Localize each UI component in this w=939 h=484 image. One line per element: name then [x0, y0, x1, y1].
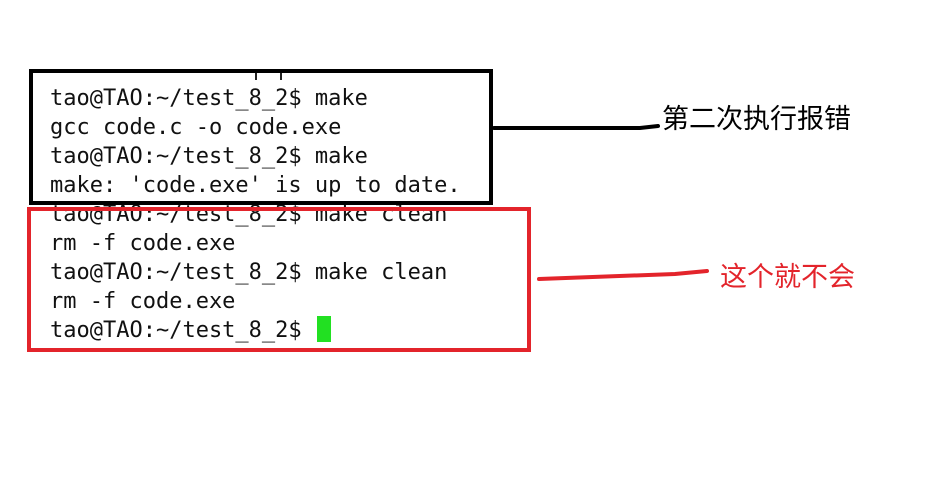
- terminal-prompt: tao@TAO:~/test_8_2$: [50, 318, 315, 343]
- terminal-line-7: tao@TAO:~/test_8_2$ make clean: [50, 260, 448, 285]
- terminal-line-6: rm -f code.exe: [50, 231, 236, 256]
- terminal-line-1: tao@TAO:~/test_8_2$ make: [50, 86, 368, 111]
- red-highlight-box: [27, 207, 531, 352]
- terminal-line-5: tao@TAO:~/test_8_2$ make clean: [50, 202, 448, 227]
- black-box-note: 第二次执行报错: [662, 104, 851, 135]
- red-annotation-line: [537, 269, 709, 281]
- terminal-output: tao@TAO:~/test_8_2$ make gcc code.c -o c…: [50, 84, 510, 345]
- terminal-line-4: make: 'code.exe' is up to date.: [50, 173, 461, 198]
- black-annotation-line: [492, 124, 660, 130]
- terminal-cursor: [316, 316, 331, 342]
- tick-mark: [280, 72, 282, 80]
- terminal-line-8: rm -f code.exe: [50, 289, 236, 314]
- terminal-line-3: tao@TAO:~/test_8_2$ make: [50, 144, 368, 169]
- terminal-prompt-line[interactable]: tao@TAO:~/test_8_2$: [50, 316, 510, 345]
- tick-mark: [255, 72, 257, 80]
- red-box-note: 这个就不会: [720, 262, 855, 293]
- terminal-line-2: gcc code.c -o code.exe: [50, 115, 342, 140]
- black-highlight-box: [29, 69, 493, 205]
